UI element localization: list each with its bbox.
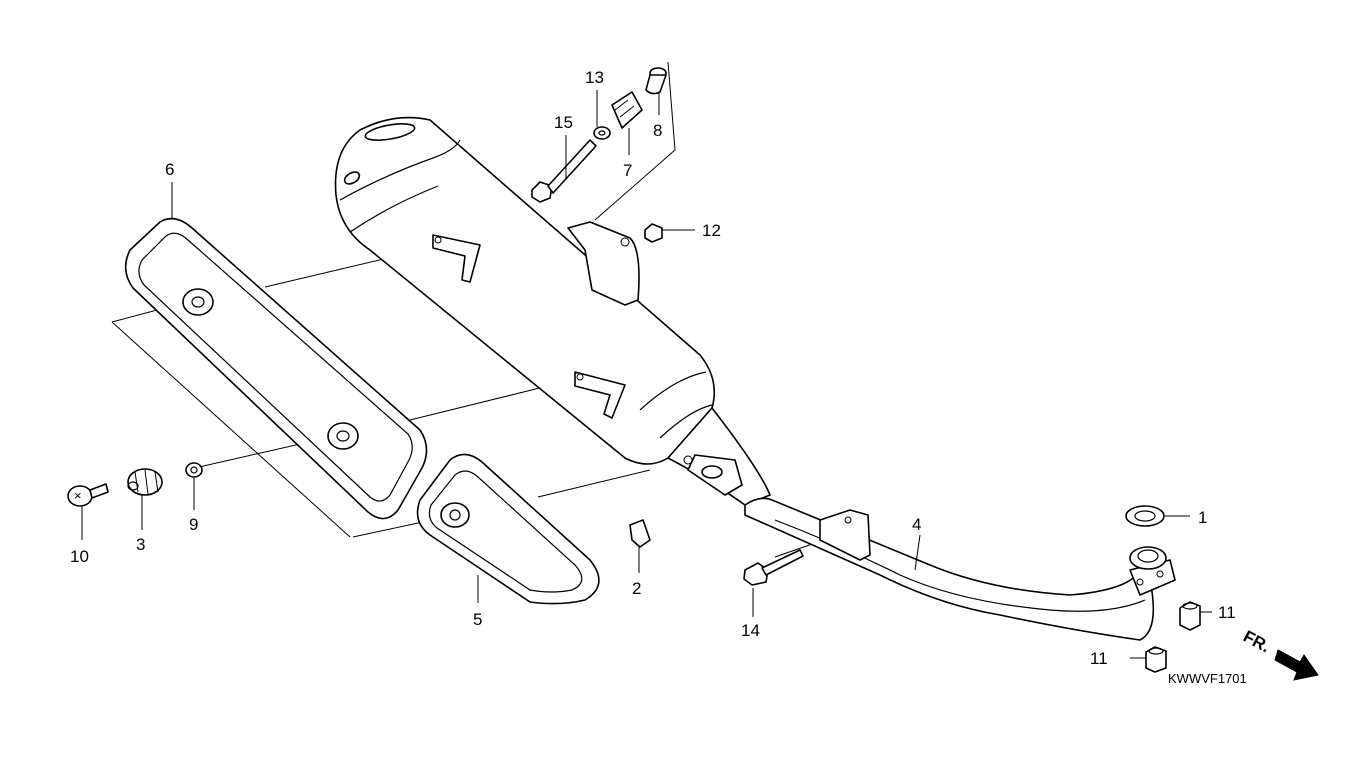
leader-lines xyxy=(81,90,1212,659)
callout-13: 13 xyxy=(585,68,604,87)
callout-5: 5 xyxy=(473,610,482,629)
callout-10: 10 xyxy=(70,547,89,566)
exhaust-pipe xyxy=(744,497,1176,641)
callout-11-lower: 11 xyxy=(1090,649,1108,668)
rubber-stopper xyxy=(629,519,651,548)
bolt-15 xyxy=(531,139,597,203)
callout-8: 8 xyxy=(653,121,662,140)
callout-7: 7 xyxy=(623,161,632,180)
callout-3: 3 xyxy=(136,535,145,554)
part-callouts: 1 2 3 4 5 6 7 8 9 10 11 11 12 13 14 15 xyxy=(70,68,1236,668)
callout-2: 2 xyxy=(632,579,641,598)
front-label: FR. xyxy=(1240,627,1273,657)
callout-4: 4 xyxy=(912,515,921,534)
callout-1: 1 xyxy=(1198,508,1207,527)
nut-12 xyxy=(644,223,663,243)
clip-nut-7 xyxy=(611,91,643,129)
front-direction-indicator: FR. xyxy=(1240,627,1319,681)
muffler-body xyxy=(334,116,771,506)
rubber-grommet-3 xyxy=(127,468,163,496)
callout-14: 14 xyxy=(741,621,760,640)
callout-11-right: 11 xyxy=(1218,603,1236,622)
flange-nut-lower xyxy=(1145,646,1167,673)
screw-10: × xyxy=(67,483,109,507)
callout-9: 9 xyxy=(189,515,198,534)
collar-8 xyxy=(645,67,667,95)
gasket-ring xyxy=(1125,505,1165,527)
washer-13 xyxy=(593,126,611,140)
collar-9 xyxy=(185,462,203,478)
heat-protector-end xyxy=(416,453,600,605)
callout-12: 12 xyxy=(702,221,721,240)
flange-nut-right xyxy=(1179,601,1201,631)
callout-15: 15 xyxy=(554,113,573,132)
heat-protector-long xyxy=(124,217,428,520)
callout-6: 6 xyxy=(165,160,174,179)
diagram-code: KWWVF1701 xyxy=(1168,671,1247,686)
mounting-bolt-14 xyxy=(743,549,804,586)
svg-text:×: × xyxy=(74,488,82,503)
front-direction-arrow-icon xyxy=(1274,649,1319,681)
